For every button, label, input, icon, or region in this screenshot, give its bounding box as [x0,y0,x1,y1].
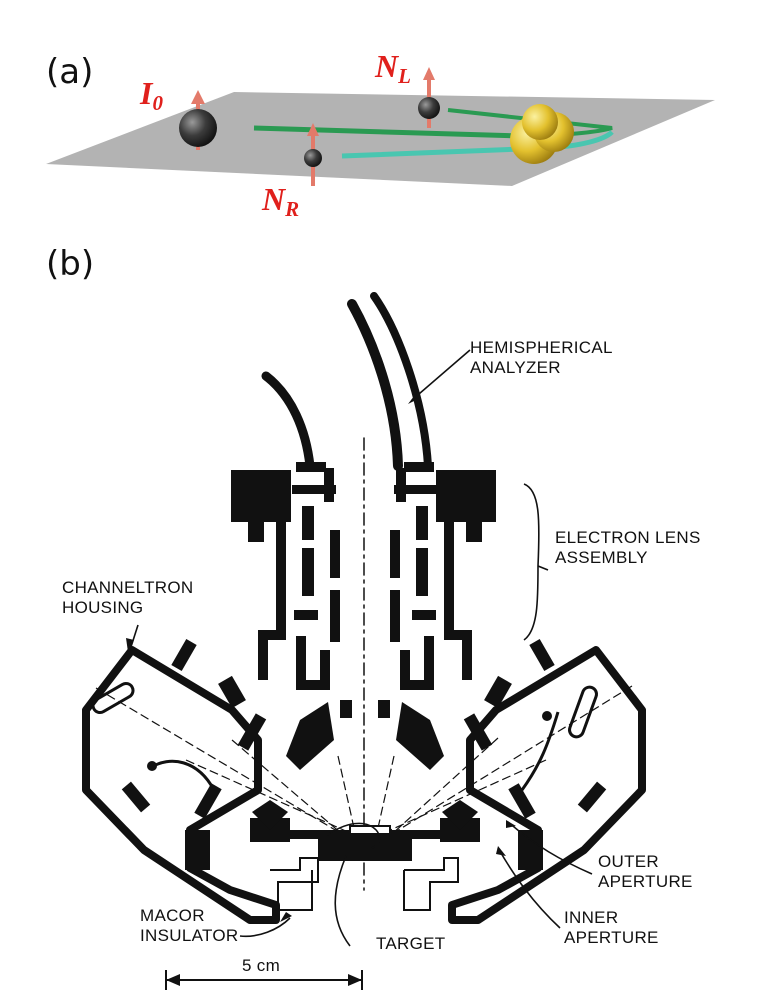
electron-lens-assembly [231,462,496,770]
right-detected-particle [304,123,322,186]
incident-intensity-symbol: I0 [140,75,163,115]
electron-lens-assembly-label: ELECTRON LENS ASSEMBLY [555,528,701,567]
macor-insulator [270,857,459,911]
macor-insulator-label: MACOR INSULATOR [140,906,239,945]
hemispherical-analyzer-label: HEMISPHERICAL ANALYZER [470,338,613,377]
target-nucleus [510,104,574,164]
left-detected-particle [418,67,440,128]
inner-aperture-label: INNER APERTURE [564,908,659,947]
target-label: TARGET [376,934,446,953]
right-count-symbol: NR [262,181,300,221]
panel-b-label: (b) [46,244,95,284]
incident-particle [179,90,217,150]
outer-aperture-label: OUTER APERTURE [598,852,693,891]
scale-bar-label: 5 cm [242,956,281,975]
hemispherical-analyzer [261,292,432,471]
channeltron-housing-left [82,646,280,924]
scattering-schematic [46,67,715,186]
channeltron-housing-label: CHANNELTRON HOUSING [62,578,194,617]
panel-a-label: (a) [46,52,94,92]
left-count-symbol: NL [375,48,411,88]
